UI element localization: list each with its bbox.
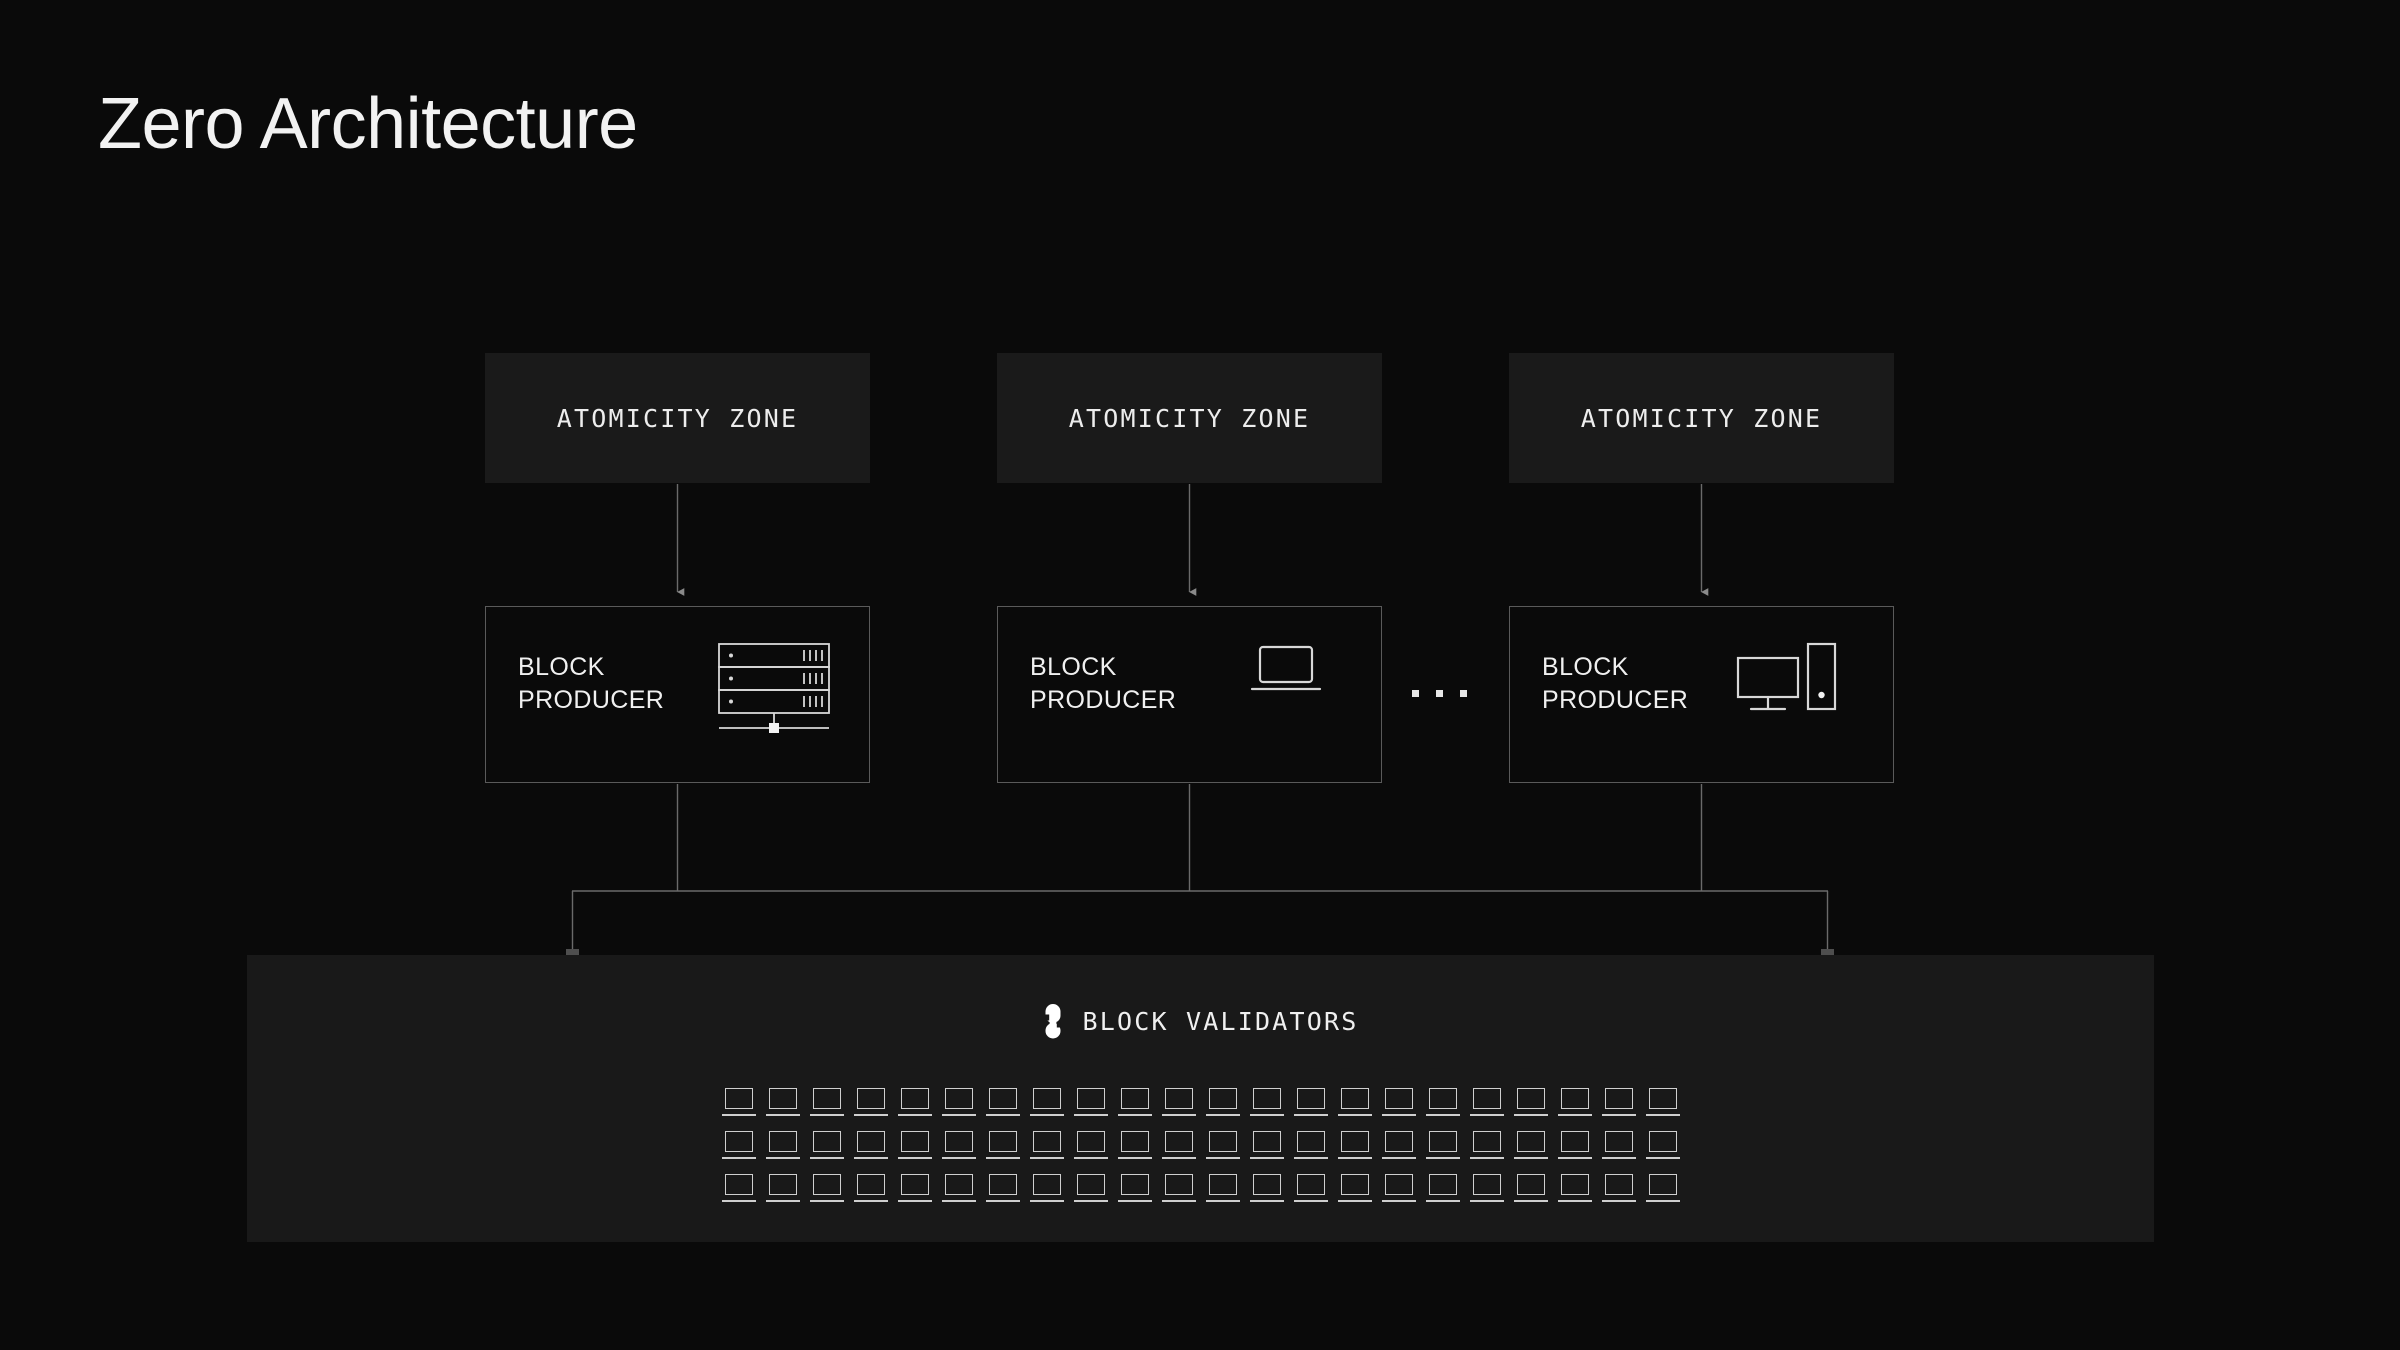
- laptop-icon: [1221, 639, 1351, 749]
- laptop-icon[interactable]: [1381, 1174, 1416, 1204]
- laptop-icon[interactable]: [853, 1131, 888, 1161]
- block-producer-label: BLOCK PRODUCER: [1542, 653, 1689, 714]
- validator-node-grid: [247, 1088, 2154, 1204]
- atomicity-zone-1[interactable]: ATOMICITY ZONE: [485, 353, 870, 483]
- validator-row: [721, 1131, 1680, 1161]
- laptop-icon[interactable]: [1117, 1131, 1152, 1161]
- laptop-icon[interactable]: [941, 1174, 976, 1204]
- laptop-icon[interactable]: [897, 1088, 932, 1118]
- atomicity-zone-3[interactable]: ATOMICITY ZONE: [1509, 353, 1894, 483]
- ellipsis-dot: [1436, 690, 1443, 697]
- laptop-icon[interactable]: [1161, 1088, 1196, 1118]
- laptop-icon[interactable]: [1381, 1088, 1416, 1118]
- laptop-icon[interactable]: [853, 1088, 888, 1118]
- block-validators-title: BLOCK VALIDATORS: [1082, 1006, 1359, 1036]
- atomicity-zone-label: ATOMICITY ZONE: [556, 403, 799, 433]
- laptop-icon[interactable]: [1117, 1174, 1152, 1204]
- laptop-icon[interactable]: [1557, 1131, 1592, 1161]
- laptop-icon[interactable]: [1425, 1174, 1460, 1204]
- laptop-icon[interactable]: [721, 1174, 756, 1204]
- validator-row: [721, 1174, 1680, 1204]
- ellipsis-dot: [1460, 690, 1467, 697]
- page-title: Zero Architecture: [98, 84, 638, 164]
- laptop-icon[interactable]: [1249, 1088, 1284, 1118]
- laptop-icon[interactable]: [1205, 1174, 1240, 1204]
- laptop-icon[interactable]: [1513, 1131, 1548, 1161]
- laptop-icon[interactable]: [1557, 1174, 1592, 1204]
- laptop-icon[interactable]: [1469, 1131, 1504, 1161]
- block-validators-panel[interactable]: BLOCK VALIDATORS: [247, 955, 2154, 1242]
- ellipsis-dot: [1412, 690, 1419, 697]
- laptop-icon[interactable]: [897, 1174, 932, 1204]
- block-producer-2[interactable]: BLOCK PRODUCER: [997, 606, 1382, 783]
- laptop-icon[interactable]: [1205, 1088, 1240, 1118]
- laptop-icon[interactable]: [765, 1088, 800, 1118]
- laptop-icon[interactable]: [1601, 1088, 1636, 1118]
- laptop-icon[interactable]: [1293, 1088, 1328, 1118]
- laptop-icon[interactable]: [1073, 1088, 1108, 1118]
- laptop-icon[interactable]: [1293, 1131, 1328, 1161]
- block-validators-header: BLOCK VALIDATORS: [247, 1001, 2154, 1041]
- laptop-icon[interactable]: [1513, 1174, 1548, 1204]
- laptop-icon[interactable]: [721, 1131, 756, 1161]
- laptop-icon[interactable]: [1249, 1174, 1284, 1204]
- laptop-icon[interactable]: [1029, 1088, 1064, 1118]
- laptop-icon[interactable]: [1645, 1131, 1680, 1161]
- laptop-icon[interactable]: [1469, 1174, 1504, 1204]
- chain-link-icon: [1042, 1001, 1064, 1041]
- block-producer-label: BLOCK PRODUCER: [1030, 653, 1177, 714]
- laptop-icon[interactable]: [1645, 1174, 1680, 1204]
- laptop-icon[interactable]: [809, 1174, 844, 1204]
- laptop-icon[interactable]: [1601, 1131, 1636, 1161]
- laptop-icon[interactable]: [941, 1088, 976, 1118]
- laptop-icon[interactable]: [1249, 1131, 1284, 1161]
- laptop-icon[interactable]: [1293, 1174, 1328, 1204]
- validator-row: [721, 1088, 1680, 1118]
- laptop-icon[interactable]: [721, 1088, 756, 1118]
- laptop-icon[interactable]: [1029, 1174, 1064, 1204]
- laptop-icon[interactable]: [809, 1088, 844, 1118]
- block-producer-1[interactable]: BLOCK PRODUCER: [485, 606, 870, 783]
- atomicity-zone-label: ATOMICITY ZONE: [1580, 403, 1823, 433]
- laptop-icon[interactable]: [1513, 1088, 1548, 1118]
- laptop-icon[interactable]: [1029, 1131, 1064, 1161]
- atomicity-zone-label: ATOMICITY ZONE: [1068, 403, 1311, 433]
- server-rack-icon: [709, 639, 839, 749]
- laptop-icon[interactable]: [809, 1131, 844, 1161]
- laptop-icon[interactable]: [1601, 1174, 1636, 1204]
- laptop-icon[interactable]: [985, 1131, 1020, 1161]
- desktop-computer-icon: [1733, 639, 1863, 749]
- laptop-icon[interactable]: [941, 1131, 976, 1161]
- laptop-icon[interactable]: [1117, 1088, 1152, 1118]
- laptop-icon[interactable]: [897, 1131, 932, 1161]
- block-producer-3[interactable]: BLOCK PRODUCER: [1509, 606, 1894, 783]
- laptop-icon[interactable]: [765, 1131, 800, 1161]
- laptop-icon[interactable]: [1161, 1174, 1196, 1204]
- laptop-icon[interactable]: [1425, 1088, 1460, 1118]
- laptop-icon[interactable]: [1557, 1088, 1592, 1118]
- laptop-icon[interactable]: [1469, 1088, 1504, 1118]
- laptop-icon[interactable]: [1205, 1131, 1240, 1161]
- block-producer-label: BLOCK PRODUCER: [518, 653, 665, 714]
- laptop-icon[interactable]: [1073, 1131, 1108, 1161]
- laptop-icon[interactable]: [765, 1174, 800, 1204]
- laptop-icon[interactable]: [1381, 1131, 1416, 1161]
- laptop-icon[interactable]: [1337, 1174, 1372, 1204]
- laptop-icon[interactable]: [1073, 1174, 1108, 1204]
- atomicity-zone-2[interactable]: ATOMICITY ZONE: [997, 353, 1382, 483]
- laptop-icon[interactable]: [1161, 1131, 1196, 1161]
- laptop-icon[interactable]: [985, 1088, 1020, 1118]
- laptop-icon[interactable]: [1425, 1131, 1460, 1161]
- laptop-icon[interactable]: [1337, 1131, 1372, 1161]
- laptop-icon[interactable]: [853, 1174, 888, 1204]
- laptop-icon[interactable]: [1337, 1088, 1372, 1118]
- ellipsis-indicator: [1412, 690, 1467, 697]
- laptop-icon[interactable]: [1645, 1088, 1680, 1118]
- laptop-icon[interactable]: [985, 1174, 1020, 1204]
